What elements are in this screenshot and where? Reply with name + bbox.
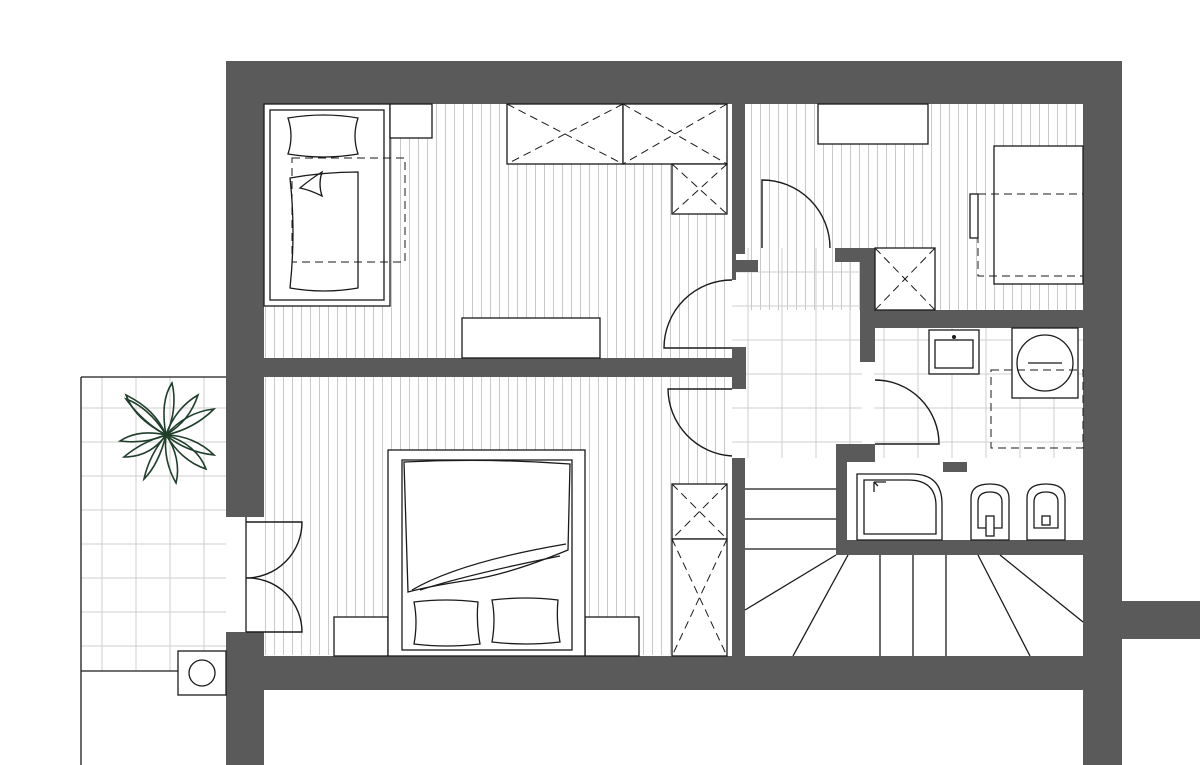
bedroom-double: [245, 388, 733, 657]
door-bedroom-double: [667, 388, 733, 457]
wall-hall-stairs: [836, 444, 875, 462]
wall-bath-bottom: [836, 540, 1083, 555]
nightstand: [389, 103, 433, 139]
staircase: [744, 488, 1084, 657]
door-bedroom-single: [663, 279, 733, 349]
wall-study-bottom: [862, 310, 1083, 328]
wall-hall-jog-2: [835, 248, 875, 262]
double-bed-mattress: [401, 459, 573, 651]
wall-bottom: [226, 656, 1122, 690]
single-bed-mattress: [269, 109, 385, 301]
wall-bath-inner: [943, 462, 967, 472]
wall-hall-left-3: [732, 458, 745, 656]
study-shelf: [817, 103, 929, 145]
wall-study-left: [732, 104, 745, 254]
boiler-icon: [177, 650, 227, 696]
bathroom: [856, 327, 1084, 541]
shower-icon: [856, 473, 943, 541]
door-terrace: [245, 521, 303, 633]
wall-right-extension: [1122, 601, 1200, 639]
wall-right: [1083, 61, 1122, 765]
toilet-icon: [970, 483, 1010, 541]
study: [761, 103, 1084, 311]
door-study: [761, 179, 831, 249]
single-bed-duvet: [289, 171, 359, 292]
wall-left-lower: [226, 632, 264, 765]
wall-hall-left-1: [732, 254, 736, 280]
bath-mat: [990, 369, 1084, 449]
door-bathroom: [874, 379, 940, 445]
single-bed-fold: [298, 170, 324, 198]
bedroom-single: [263, 103, 733, 359]
double-bed-duvet: [403, 459, 571, 593]
nightstand-left: [333, 616, 389, 657]
study-desk: [993, 145, 1084, 285]
nightstand-right: [584, 616, 640, 657]
terrace: [80, 376, 247, 765]
wall-hall-left-2: [732, 347, 746, 389]
floor-hallway: [732, 248, 862, 458]
wall-top: [226, 61, 1122, 104]
wall-hall-jog-1: [736, 260, 758, 272]
wall-bedrooms-divider: [264, 358, 732, 377]
wall-left-upper: [226, 61, 264, 517]
potted-plant-icon: [117, 381, 217, 486]
walls: [226, 61, 1200, 765]
single-bed-pillow: [287, 114, 359, 158]
bidet-icon: [1026, 483, 1066, 541]
wardrobe-3: [671, 163, 728, 215]
double-bed-pillow-left: [413, 599, 481, 647]
wardrobe-4: [671, 483, 728, 540]
double-bed-pillow-right: [491, 597, 561, 645]
study-chair-back: [969, 193, 979, 239]
floor-terrace: [81, 377, 226, 671]
wall-stair-core: [836, 458, 847, 555]
desk: [461, 317, 601, 359]
